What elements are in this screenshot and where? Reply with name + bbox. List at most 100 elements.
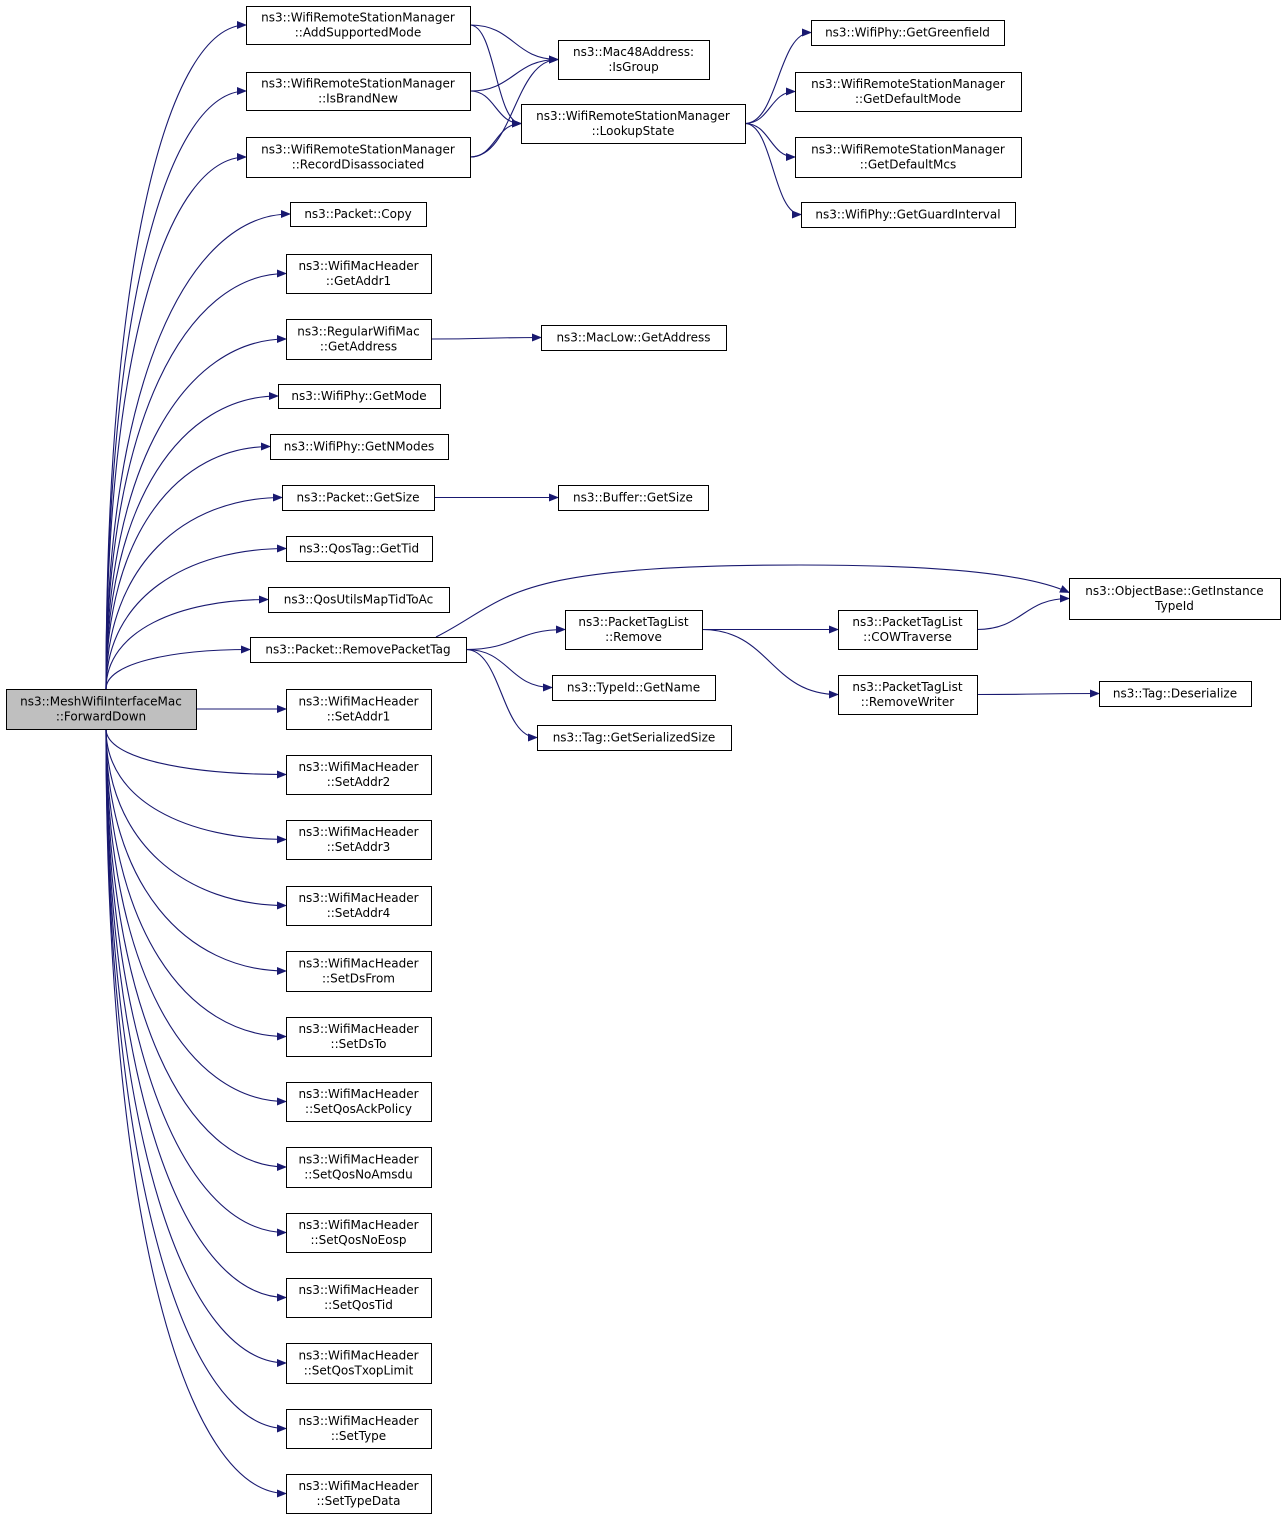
edge-forward-down-to-add-supported-mode (105, 21, 247, 690)
node-label: ns3::TypeId::GetName (567, 681, 700, 695)
node-label: ns3::WifiRemoteStationManager (261, 11, 455, 25)
node-get-addr1[interactable]: ns3::WifiMacHeader::GetAddr1 (286, 254, 432, 294)
node-box (246, 72, 471, 111)
node-buffer-get-size[interactable]: ns3::Buffer::GetSize (558, 485, 709, 511)
edge-forward-down-to-set-qos-no-amsdu (105, 728, 287, 1171)
edge-forward-down-to-set-ds-to (105, 728, 287, 1041)
node-box (286, 1343, 432, 1384)
node-label: ns3::WifiMacHeader (298, 695, 418, 709)
edge-forward-down-to-qos-get-tid (105, 544, 287, 690)
edge-lookup-state-to-get-default-mode (744, 87, 796, 125)
node-label: ns3::WifiMacHeader (298, 1349, 418, 1363)
node-label: ns3::WifiPhy::GetGuardInterval (815, 208, 1000, 222)
edge-cow-traverse-to-get-instance-typeid (976, 594, 1070, 631)
node-box (286, 536, 433, 562)
node-label: ::SetQosNoAmsdu (304, 1168, 413, 1182)
node-box (838, 610, 978, 650)
node-label: ns3::QosTag::GetTid (299, 542, 419, 556)
node-lookup-state[interactable]: ns3::WifiRemoteStationManager::LookupSta… (521, 104, 746, 144)
node-set-addr2[interactable]: ns3::WifiMacHeader::SetAddr2 (286, 755, 432, 795)
node-box (1099, 681, 1252, 707)
node-record-disassociated[interactable]: ns3::WifiRemoteStationManager::RecordDis… (246, 137, 471, 178)
node-label: ns3::WifiPhy::GetGreenfield (825, 26, 990, 40)
node-box (558, 40, 710, 80)
node-set-addr1[interactable]: ns3::WifiMacHeader::SetAddr1 (286, 689, 432, 730)
node-remove-writer[interactable]: ns3::PacketTagList::RemoveWriter (838, 675, 978, 715)
edge-forward-down-to-get-addr1 (105, 269, 287, 690)
node-box (565, 610, 703, 650)
node-phy-get-nmodes[interactable]: ns3::WifiPhy::GetNModes (270, 434, 449, 460)
node-set-addr4[interactable]: ns3::WifiMacHeader::SetAddr4 (286, 886, 432, 926)
node-label: ns3::WifiRemoteStationManager (811, 143, 1005, 157)
edge-forward-down-to-set-ds-from (105, 728, 287, 975)
node-cow-traverse[interactable]: ns3::PacketTagList::COWTraverse (838, 610, 978, 650)
node-is-brand-new[interactable]: ns3::WifiRemoteStationManager::IsBrandNe… (246, 72, 471, 111)
node-label: ns3::WifiMacHeader (298, 957, 418, 971)
node-label: ns3::WifiRemoteStationManager (536, 109, 730, 123)
edge-forward-down-to-is-brand-new (105, 87, 247, 690)
node-packet-get-size[interactable]: ns3::Packet::GetSize (282, 485, 435, 511)
node-label: ns3::PacketTagList (852, 680, 962, 694)
node-get-default-mcs[interactable]: ns3::WifiRemoteStationManager::GetDefaul… (795, 137, 1022, 178)
node-set-qos-tid[interactable]: ns3::WifiMacHeader::SetQosTid (286, 1278, 432, 1318)
node-remove-packet-tag[interactable]: ns3::Packet::RemovePacketTag (250, 637, 467, 663)
edges-layer (105, 21, 1100, 1498)
node-set-qos-ack[interactable]: ns3::WifiMacHeader::SetQosAckPolicy (286, 1082, 432, 1122)
node-set-type-data[interactable]: ns3::WifiMacHeader::SetTypeData (286, 1474, 432, 1514)
node-add-supported-mode[interactable]: ns3::WifiRemoteStationManager::AddSuppor… (246, 6, 471, 45)
node-get-default-mode[interactable]: ns3::WifiRemoteStationManager::GetDefaul… (795, 72, 1022, 112)
edge-forward-down-to-regular-get-address (105, 335, 287, 690)
node-label: ::SetDsTo (331, 1037, 387, 1051)
edge-remove-writer-to-tag-deserialize (976, 689, 1100, 698)
edge-add-supported-mode-to-is-group (469, 24, 559, 64)
node-label: ::SetAddr3 (327, 840, 391, 854)
node-box (286, 951, 432, 992)
node-ptl-remove[interactable]: ns3::PacketTagList::Remove (565, 610, 703, 650)
edge-forward-down-to-set-qos-tid (105, 728, 287, 1302)
node-label: ::SetAddr1 (327, 710, 391, 724)
node-tag-deserialize[interactable]: ns3::Tag::Deserialize (1099, 681, 1252, 707)
node-get-guard-interval[interactable]: ns3::WifiPhy::GetGuardInterval (801, 202, 1016, 228)
node-mac-low-get-address[interactable]: ns3::MacLow::GetAddress (541, 325, 727, 351)
node-set-qos-txop[interactable]: ns3::WifiMacHeader::SetQosTxopLimit (286, 1343, 432, 1384)
node-label: ns3::RegularWifiMac (297, 325, 419, 339)
node-set-addr3[interactable]: ns3::WifiMacHeader::SetAddr3 (286, 820, 432, 860)
node-set-qos-no-eosp[interactable]: ns3::WifiMacHeader::SetQosNoEosp (286, 1213, 432, 1253)
node-label: ns3::PacketTagList (852, 615, 962, 629)
node-label: ns3::WifiMacHeader (298, 1414, 418, 1428)
edge-forward-down-to-packet-get-size (105, 493, 283, 690)
node-get-greenfield[interactable]: ns3::WifiPhy::GetGreenfield (811, 20, 1005, 46)
node-box (286, 319, 432, 360)
node-box (286, 886, 432, 926)
node-label: ::IsBrandNew (318, 92, 398, 106)
node-qos-map-tid[interactable]: ns3::QosUtilsMapTidToAc (268, 587, 450, 613)
node-label: ns3::WifiRemoteStationManager (811, 77, 1005, 91)
node-set-ds-from[interactable]: ns3::WifiMacHeader::SetDsFrom (286, 951, 432, 992)
node-box (552, 675, 716, 701)
node-typeid-get-name[interactable]: ns3::TypeId::GetName (552, 675, 716, 701)
node-label: ::SetQosAckPolicy (305, 1102, 412, 1116)
node-box (521, 104, 746, 144)
node-label: ::SetDsFrom (322, 972, 395, 986)
edge-forward-down-to-set-qos-txop (105, 728, 287, 1367)
node-regular-get-address[interactable]: ns3::RegularWifiMac::GetAddress (286, 319, 432, 360)
node-set-qos-no-amsdu[interactable]: ns3::WifiMacHeader::SetQosNoAmsdu (286, 1147, 432, 1188)
edge-regular-get-address-to-mac-low-get-address (430, 333, 542, 342)
edge-forward-down-to-set-addr2 (105, 728, 287, 779)
node-label: ns3::WifiMacHeader (298, 1283, 418, 1297)
node-phy-get-mode[interactable]: ns3::WifiPhy::GetMode (278, 384, 441, 409)
edge-forward-down-to-phy-get-mode (105, 392, 279, 690)
node-set-type[interactable]: ns3::WifiMacHeader::SetType (286, 1409, 432, 1449)
node-box (6, 689, 197, 730)
node-label: ns3::Packet::GetSize (297, 491, 420, 505)
node-box (286, 1213, 432, 1253)
node-packet-copy[interactable]: ns3::Packet::Copy (290, 202, 427, 227)
node-qos-get-tid[interactable]: ns3::QosTag::GetTid (286, 536, 433, 562)
node-is-group[interactable]: ns3::Mac48Address::IsGroup (558, 40, 710, 80)
node-set-ds-to[interactable]: ns3::WifiMacHeader::SetDsTo (286, 1017, 432, 1057)
node-tag-get-serialized-size[interactable]: ns3::Tag::GetSerializedSize (537, 725, 732, 751)
node-box (268, 587, 450, 613)
node-forward-down[interactable]: ns3::MeshWifiInterfaceMac::ForwardDown (6, 689, 197, 730)
node-label: ns3::WifiMacHeader (298, 760, 418, 774)
